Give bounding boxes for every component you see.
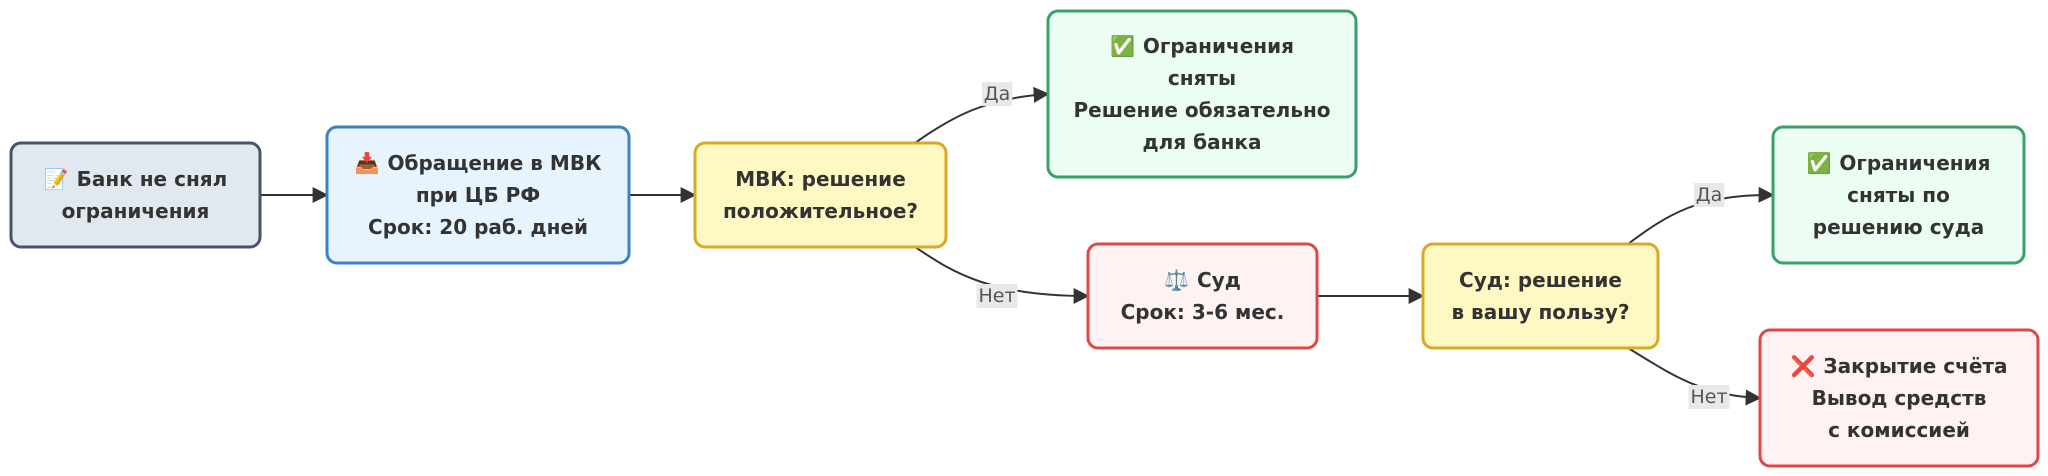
node-text-line: 📝 Банк не снял <box>44 167 228 191</box>
node-box <box>9 141 262 249</box>
node-text-line: сняты <box>1168 66 1236 90</box>
node-text-line: ⚖️ Суд <box>1164 268 1241 292</box>
node-box <box>693 141 948 249</box>
scales-icon: ⚖️ <box>1164 268 1189 292</box>
edge-label-text: Нет <box>1690 386 1727 408</box>
edge-label-court-decision-to-lifted-court: Да <box>1693 183 1725 207</box>
edge-mvk-decision-to-court <box>914 246 1090 304</box>
node-text-line: ✅ Ограничения <box>1807 151 1991 175</box>
node-court-decision: Суд: решение в вашу пользу? <box>1421 242 1660 350</box>
node-text-line: ✅ Ограничения <box>1110 34 1294 58</box>
node-text-line-content: Ограничения <box>1143 34 1294 58</box>
node-text-line: Срок: 3-6 мес. <box>1121 300 1285 324</box>
node-text-line-content: Ограничения <box>1839 151 1990 175</box>
node-text-line: МВК: решение <box>735 167 906 191</box>
node-text-line: ограничения <box>62 199 210 223</box>
check-icon: ✅ <box>1110 34 1135 58</box>
node-text-line: с комиссией <box>1828 418 1970 442</box>
node-mvk: 📥 Обращение в МВК при ЦБ РФ Срок: 20 раб. д… <box>325 125 631 265</box>
edge-label-text: Да <box>1696 184 1723 206</box>
node-text-line: сняты по <box>1847 183 1950 207</box>
node-mvk-decision: МВК: решение положительное? <box>693 141 948 249</box>
node-text-line: Вывод средств <box>1812 386 1987 410</box>
node-text-line: Решение обязательно <box>1073 98 1330 122</box>
node-text-line: положительное? <box>723 199 918 223</box>
node-text-line-content: Суд <box>1197 268 1241 292</box>
edges <box>260 86 1775 406</box>
edge-mvk-decision-to-lifted <box>914 86 1050 144</box>
check-icon: ✅ <box>1807 151 1832 175</box>
node-text-line: решению суда <box>1813 215 1984 239</box>
node-text-line-content: Банк не снял <box>77 167 228 191</box>
cross-icon: ❌ <box>1791 354 1816 378</box>
node-box <box>1421 242 1660 350</box>
edge-label-mvk-decision-to-lifted: Да <box>981 82 1013 106</box>
inbox-icon: 📥 <box>355 151 380 175</box>
edge-label-text: Нет <box>978 285 1015 307</box>
edge-label-background <box>981 82 1013 106</box>
memo-icon: 📝 <box>44 167 69 191</box>
edge-court-decision-to-close <box>1627 347 1762 406</box>
edge-label-background <box>976 284 1018 308</box>
node-start: 📝 Банк не снял ограничения <box>9 141 262 249</box>
node-text-line: при ЦБ РФ <box>416 183 540 207</box>
node-box <box>325 125 631 265</box>
edge-court-decision-to-lifted-court <box>1627 186 1775 245</box>
node-text-line: Суд: решение <box>1459 268 1622 292</box>
node-lifted-court: ✅ Ограничения сняты по решению суда <box>1771 125 2026 265</box>
node-text-line: для банка <box>1143 130 1262 154</box>
node-text-line: 📥 Обращение в МВК <box>355 151 602 175</box>
node-box <box>1046 9 1358 179</box>
node-text-line: Срок: 20 раб. дней <box>368 215 588 239</box>
nodes: 📝 Банк не снял ограничения 📥 Обращение в МВК… <box>9 9 2040 468</box>
node-box <box>1758 328 2040 468</box>
edge-label-background <box>1688 385 1730 409</box>
node-box <box>1086 242 1319 350</box>
node-text-line: ❌ Закрытие счёта <box>1791 354 2008 378</box>
edge-label-text: Да <box>984 83 1011 105</box>
node-text-line-content: Закрытие счёта <box>1823 354 2007 378</box>
edge-label-mvk-decision-to-court: Нет <box>976 284 1018 308</box>
node-text-line-content: Обращение в МВК <box>387 151 602 175</box>
edge-label-court-decision-to-close: Нет <box>1688 385 1730 409</box>
edge-label-background <box>1693 183 1725 207</box>
node-text-line: в вашу пользу? <box>1451 300 1629 324</box>
node-box <box>1771 125 2026 265</box>
